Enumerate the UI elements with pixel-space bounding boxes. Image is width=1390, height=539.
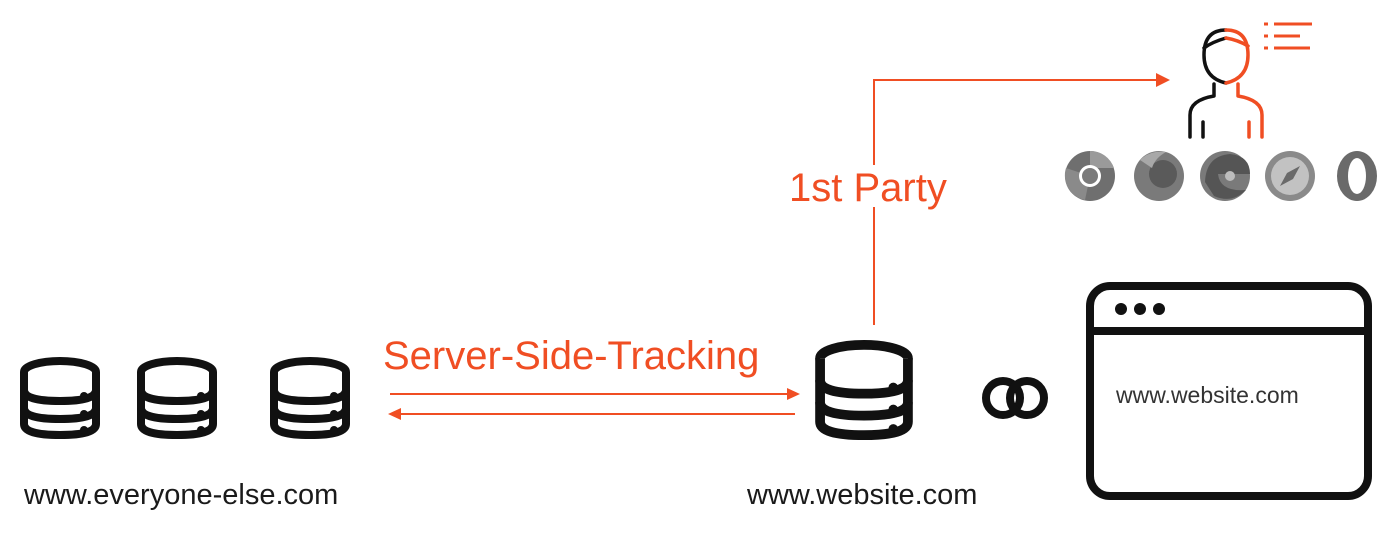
arrow-head-left bbox=[388, 408, 401, 420]
server-side-arrows bbox=[388, 388, 800, 420]
database-icon bbox=[820, 345, 908, 435]
database-icon bbox=[141, 361, 213, 435]
safari-icon bbox=[1265, 151, 1315, 201]
link-icon bbox=[982, 377, 1048, 419]
arrow-head-user bbox=[1156, 73, 1170, 87]
website-server-domain-label: www.website.com bbox=[747, 479, 978, 511]
database-icon bbox=[24, 361, 96, 435]
first-party-connector bbox=[873, 73, 1170, 325]
server-side-tracking-label: Server-Side-Tracking bbox=[383, 334, 760, 378]
list-icon bbox=[1264, 22, 1312, 50]
database-icon bbox=[274, 361, 346, 435]
chrome-icon bbox=[1064, 150, 1115, 201]
user-icon bbox=[1188, 28, 1264, 139]
browser-window-icon bbox=[1086, 282, 1372, 500]
firefox-icon bbox=[1134, 151, 1184, 201]
opera-icon bbox=[1337, 151, 1377, 201]
edge-icon bbox=[1200, 151, 1250, 201]
website-window-url-label: www.website.com bbox=[1116, 382, 1299, 408]
everyone-else-domain-label: www.everyone-else.com bbox=[24, 479, 339, 511]
first-party-label: 1st Party bbox=[789, 166, 947, 210]
arrow-head-right bbox=[787, 388, 800, 400]
